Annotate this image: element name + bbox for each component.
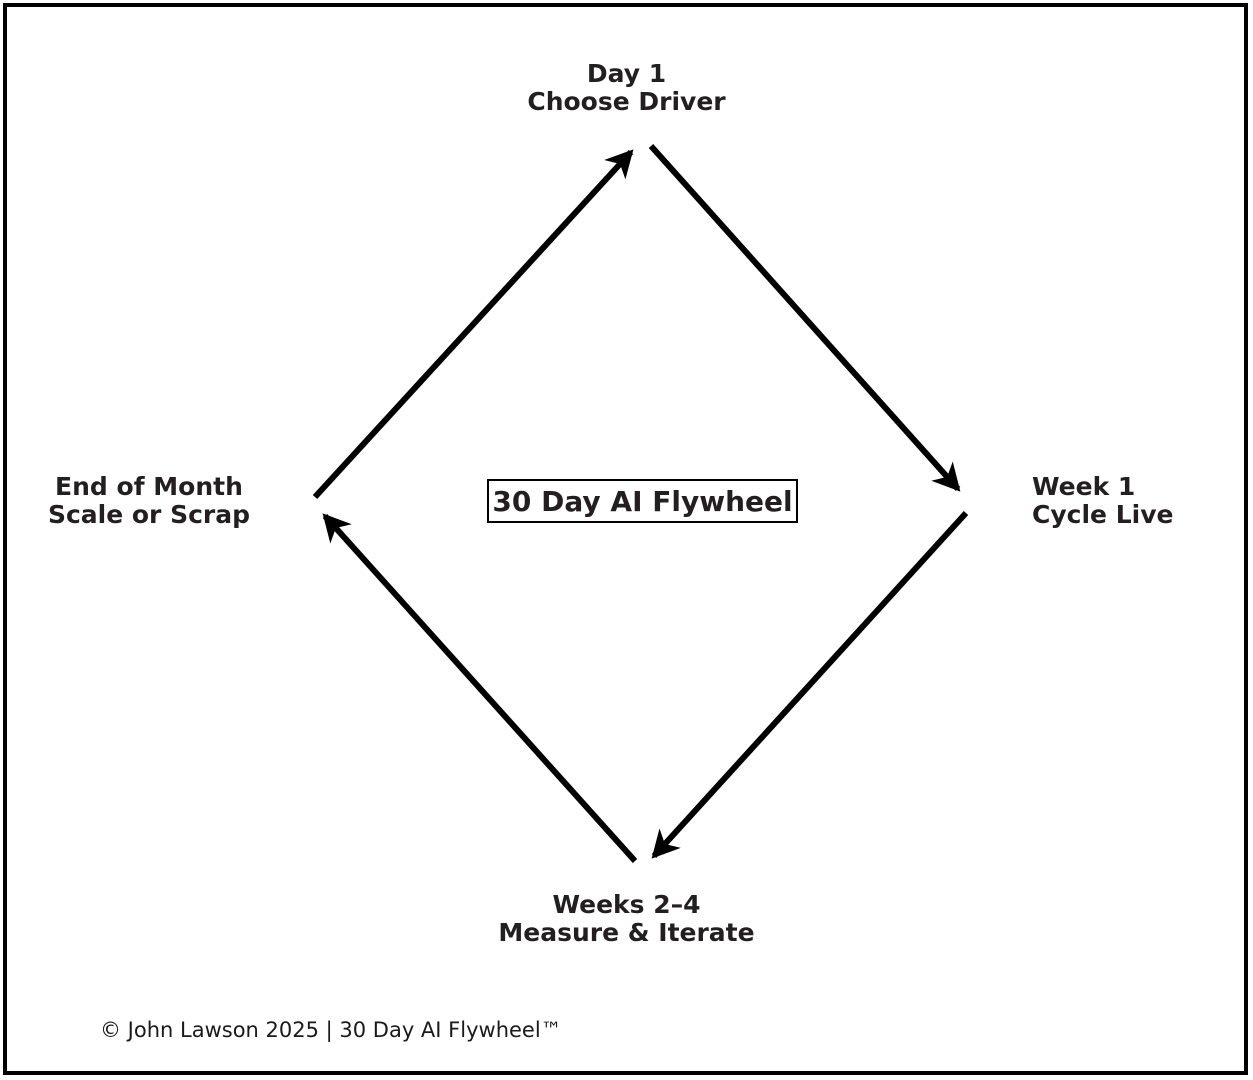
arrow-top-to-right (648, 143, 961, 492)
node-top-line2: Choose Driver (527, 87, 726, 116)
node-left-line2: Scale or Scrap (47, 500, 250, 529)
node-left-line1: End of Month (55, 472, 243, 501)
arrow-right-to-bottom (651, 510, 969, 859)
center-title-label: 30 Day AI Flywheel (492, 484, 793, 518)
arrow-left-to-top (312, 149, 634, 500)
node-bottom-line1: Weeks 2–4 (552, 890, 701, 919)
arrow-bottom-to-left (322, 513, 638, 864)
node-right-line2: Cycle Live (1032, 500, 1174, 529)
node-right-line1: Week 1 (1032, 472, 1136, 501)
node-label-right: Week 1 Cycle Live (1032, 473, 1173, 529)
footer-credit-text: © John Lawson 2025 | 30 Day AI Flywheel™ (100, 1018, 562, 1042)
node-label-left: End of Month Scale or Scrap (48, 473, 250, 529)
node-label-top: Day 1 Choose Driver (0, 60, 1253, 116)
node-bottom-line2: Measure & Iterate (498, 918, 755, 947)
node-label-bottom: Weeks 2–4 Measure & Iterate (0, 891, 1253, 947)
node-top-line1: Day 1 (586, 59, 667, 88)
center-title-box: 30 Day AI Flywheel (487, 479, 798, 523)
